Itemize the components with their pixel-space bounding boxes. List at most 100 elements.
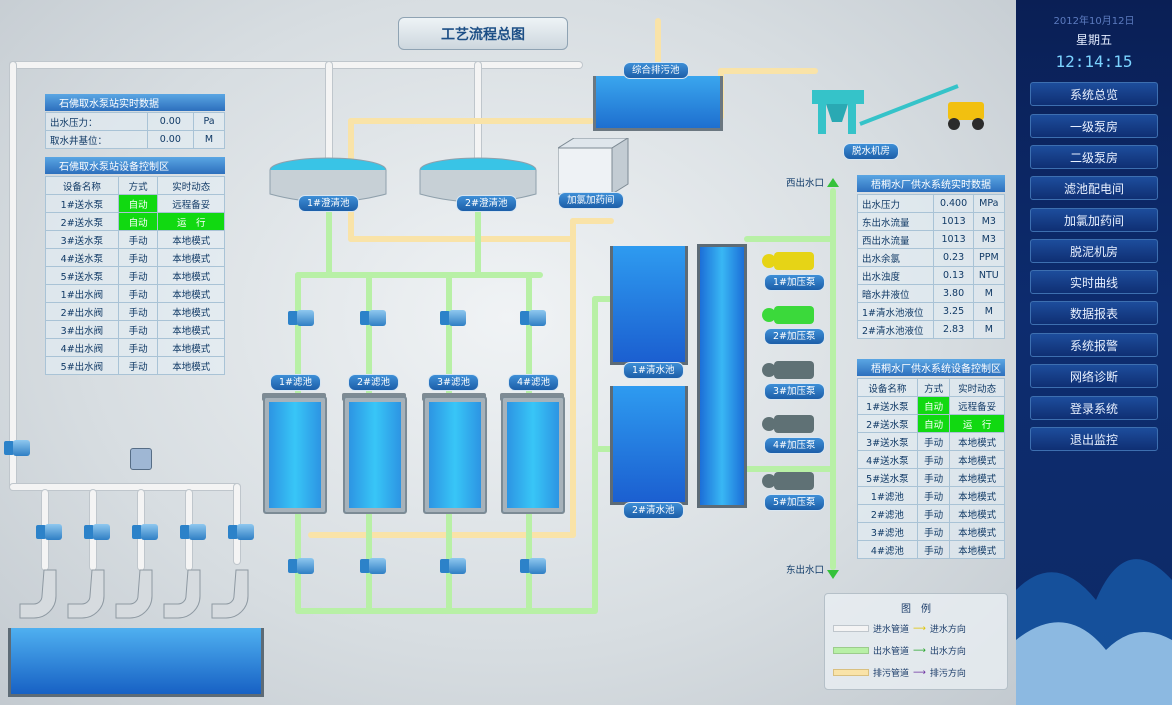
intake-device-row[interactable]: 4#出水阀手动本地模式 [45,338,225,357]
valve-icon[interactable] [520,308,546,328]
intake-pump-icon[interactable] [132,522,158,542]
booster-pump-icon[interactable] [762,413,816,435]
booster-pump-icon[interactable] [762,359,816,381]
plant-device-row[interactable]: 4#滤池手动本地模式 [857,540,1005,559]
nav-button[interactable]: 一级泵房 [1030,114,1158,138]
plant-device-row[interactable]: 5#送水泵手动本地模式 [857,468,1005,487]
mode-toggle[interactable]: 手动 [916,504,951,523]
intake-device-row[interactable]: 2#送水泵自动运 行 [45,212,225,231]
intake-device-row[interactable]: 1#送水泵自动远程备妥 [45,194,225,213]
mode-toggle[interactable]: 手动 [117,320,159,339]
cell-value: 3.25 [933,302,974,321]
plant-device-row[interactable]: 3#滤池手动本地模式 [857,522,1005,541]
filter-2[interactable] [343,396,407,514]
clear-water-tank-1[interactable] [610,246,688,365]
mode-toggle[interactable]: 手动 [117,248,159,267]
mode-toggle[interactable]: 手动 [117,302,159,321]
mode-toggle[interactable]: 手动 [117,356,159,375]
mode-toggle[interactable]: 手动 [117,338,159,357]
clarifier-1-label: 1#澄清池 [298,195,359,212]
pump-motor [774,415,814,433]
valve-icon[interactable] [520,556,546,576]
mode-toggle[interactable]: 自动 [916,414,951,433]
west-outlet-label: 西出水口 [786,178,825,189]
valve-icon[interactable] [288,556,314,576]
mode-toggle[interactable]: 自动 [117,212,159,231]
nav-button[interactable]: 系统总览 [1030,82,1158,106]
plant-device-row[interactable]: 2#滤池手动本地模式 [857,504,1005,523]
legend-dir: 排污方向 [929,669,966,679]
mode-toggle[interactable]: 手动 [117,230,159,249]
column-header: 实时动态 [949,378,1005,397]
plant-device-row[interactable]: 1#送水泵自动远程备妥 [857,396,1005,415]
intake-device-row[interactable]: 4#送水泵手动本地模式 [45,248,225,267]
nav-button[interactable]: 实时曲线 [1030,270,1158,294]
outlet-pipe [326,206,332,276]
plant-device-row[interactable]: 3#送水泵手动本地模式 [857,432,1005,451]
mode-toggle[interactable]: 手动 [117,266,159,285]
cell-unit: M3 [972,212,1006,231]
intake-pump-icon[interactable] [180,522,206,542]
booster-2-label: 2#加压泵 [764,328,825,345]
valve-icon[interactable] [360,556,386,576]
mode-toggle[interactable]: 手动 [916,486,951,505]
status-cell: 本地模式 [157,302,225,321]
nav-button[interactable]: 数据报表 [1030,301,1158,325]
intake-device-row[interactable]: 5#出水阀手动本地模式 [45,356,225,375]
nav-button[interactable]: 滤池配电间 [1030,176,1158,200]
valve-icon[interactable] [288,308,314,328]
intake-pump-icon[interactable] [84,522,110,542]
intake-device-row[interactable]: 3#送水泵手动本地模式 [45,230,225,249]
status-cell: 本地模式 [949,450,1005,469]
booster-pump-icon[interactable] [762,250,816,272]
filter-1[interactable] [263,396,327,514]
nav-button[interactable]: 二级泵房 [1030,145,1158,169]
intake-device-row[interactable]: 5#送水泵手动本地模式 [45,266,225,285]
device-name: 3#送水泵 [857,432,918,451]
plant-device-row[interactable]: 4#送水泵手动本地模式 [857,450,1005,469]
mode-toggle[interactable]: 手动 [916,468,951,487]
device-name: 2#送水泵 [857,414,918,433]
intake-device-row[interactable]: 2#出水阀手动本地模式 [45,302,225,321]
intake-device-row[interactable]: 1#出水阀手动本地模式 [45,284,225,303]
filter-4[interactable] [501,396,565,514]
status-cell: 本地模式 [949,468,1005,487]
filter-3[interactable] [423,396,487,514]
nav-button[interactable]: 退出监控 [1030,427,1158,451]
nav-button[interactable]: 登录系统 [1030,396,1158,420]
dewatering-label: 脱水机房 [843,143,900,160]
nav-button[interactable]: 网络诊断 [1030,364,1158,388]
nav-button[interactable]: 加氯加药间 [1030,208,1158,232]
nav-button[interactable]: 系统报警 [1030,333,1158,357]
inlet-valve-icon[interactable] [4,438,30,458]
outlet-pipe [744,236,836,242]
legend-row: 排污管道 ⟶ 排污方向 [833,666,966,679]
status-cell: 本地模式 [157,356,225,375]
device-name: 3#滤池 [857,522,918,541]
valve-icon[interactable] [440,556,466,576]
clear-water-tank-2[interactable] [610,386,688,505]
intake-pump-icon[interactable] [228,522,254,542]
outlet-pipe [475,206,481,276]
mode-toggle[interactable]: 自动 [916,396,951,415]
intake-device-row[interactable]: 3#出水阀手动本地模式 [45,320,225,339]
valve-icon[interactable] [360,308,386,328]
mode-toggle[interactable]: 手动 [117,284,159,303]
booster-pump-icon[interactable] [762,304,816,326]
cell-value: 0.00 [146,112,195,131]
intake-pump-icon[interactable] [36,522,62,542]
mode-toggle[interactable]: 手动 [916,450,951,469]
plant-device-row[interactable]: 1#滤池手动本地模式 [857,486,1005,505]
flowmeter-icon[interactable] [130,448,152,470]
nav-button[interactable]: 脱泥机房 [1030,239,1158,263]
mode-toggle[interactable]: 手动 [916,540,951,559]
inlet-pipe [10,484,240,490]
mode-toggle[interactable]: 手动 [916,432,951,451]
mode-toggle[interactable]: 自动 [117,194,159,213]
mode-toggle[interactable]: 手动 [916,522,951,541]
booster-pump-icon[interactable] [762,470,816,492]
plant-device-row[interactable]: 2#送水泵自动运 行 [857,414,1005,433]
valve-icon[interactable] [440,308,466,328]
pump-head [762,254,776,268]
filter-2-label: 2#滤池 [348,374,400,391]
